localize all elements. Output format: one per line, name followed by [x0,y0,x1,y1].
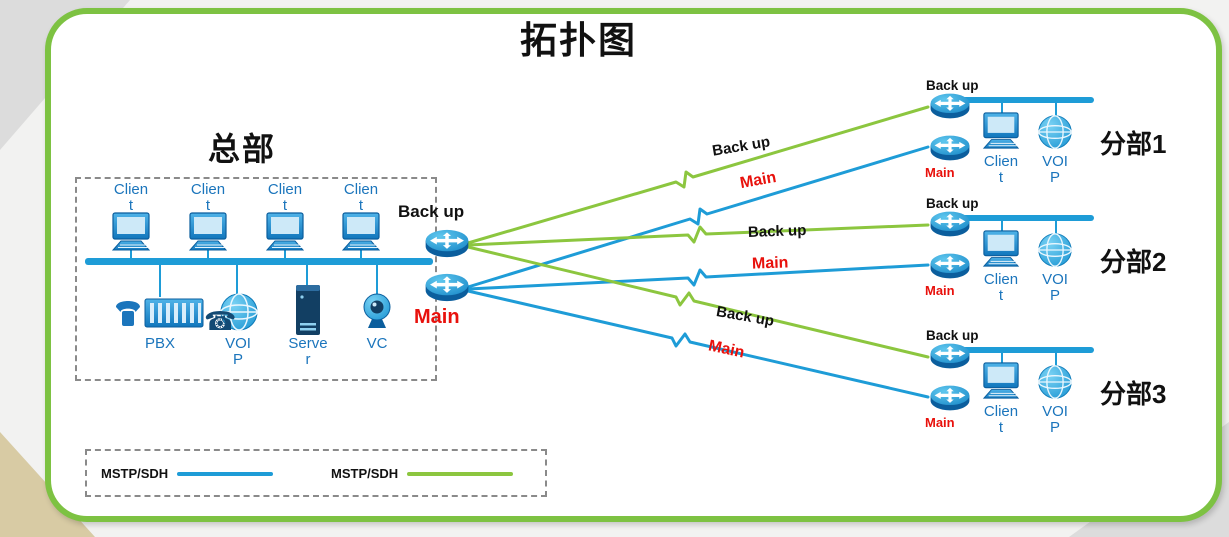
branch-voip-globe-icon [1037,364,1073,400]
branch-main-router-label: Main [925,165,955,180]
branch-backup-router-label: Back up [926,328,979,343]
hq-client-drop-line [360,248,362,260]
pbx-icon [113,294,205,334]
branch-3-group: Back up Main Clien t VOI P 分部3 [920,328,1210,468]
server-icon [295,283,321,337]
branch-voip-drop-line [1055,103,1057,119]
branch-main-router-label: Main [925,415,955,430]
branch-voip-globe-icon [1037,232,1073,268]
branch-voip-label: VOI P [1042,271,1068,305]
branch-backup-router-icon [928,91,972,121]
legend-box: MSTP/SDH MSTP/SDH [85,449,547,497]
branch-client-label: Clien t [983,403,1019,437]
legend-line-blue [177,472,273,476]
hq-server-drop-line [306,265,308,297]
branch-client-label: Clien t [983,271,1019,305]
hq-lan-bus [85,258,433,265]
hq-client-label: Clien t [190,181,226,215]
hq-client-label: Clien t [343,181,379,215]
diagram-green-border [45,8,1222,522]
branch-client-drop-line [1001,353,1003,367]
hq-client-computer-icon [339,212,383,252]
branch-name: 分部2 [1100,247,1167,277]
branch-main-router-icon [928,383,972,413]
branch-voip-label: VOI P [1042,153,1068,187]
branch-1-group: Back up Main Clien t VOI P 分部1 [920,78,1210,218]
hq-backup-router-icon [423,227,471,260]
vc-camera-icon [359,292,395,330]
branch-voip-globe-icon [1037,114,1073,150]
hq-client-computer-icon [263,212,307,252]
diagram-title: 拓扑图 [520,20,637,61]
headquarters-title: 总部 [208,131,277,167]
hq-client-drop-line [207,248,209,260]
hq-client-label: Clien t [267,181,303,215]
branch-name: 分部1 [1100,129,1167,159]
branch-main-router-icon [928,133,972,163]
branch-client-computer-icon [980,362,1022,400]
hq-backup-router-label: Back up [398,202,465,221]
branch-main-router-icon [928,251,972,281]
branch-client-drop-line [1001,103,1003,117]
branch-backup-router-label: Back up [926,78,979,93]
branch-lan-bus [942,97,1094,103]
vc-label: VC [366,335,388,352]
legend-line-green [407,472,513,476]
branch-backup-router-icon [928,341,972,371]
branch-2-group: Back up Main Clien t VOI P 分部2 [920,196,1210,336]
hq-client-drop-line [130,248,132,260]
branch-lan-bus [942,215,1094,221]
link-label-main-branch2: Main [751,254,789,273]
branch-voip-drop-line [1055,221,1057,237]
hq-client-label: Clien t [113,181,149,215]
server-label: Serve r [288,335,328,369]
branch-backup-router-label: Back up [926,196,979,211]
branch-client-label: Clien t [983,153,1019,187]
hq-main-router-icon [423,271,471,304]
branch-client-computer-icon [980,112,1022,150]
branch-voip-drop-line [1055,353,1057,369]
legend-label-mstp-sdh-green: MSTP/SDH [331,466,399,481]
branch-name: 分部3 [1100,379,1167,409]
link-label-backup-branch2: Back up [747,221,807,242]
hq-client-computer-icon [186,212,230,252]
branch-main-router-label: Main [925,283,955,298]
hq-vc-drop-line [376,265,378,297]
voip-label: VOI P [225,335,251,369]
pbx-label: PBX [144,335,175,352]
legend-label-mstp-sdh-blue: MSTP/SDH [101,466,169,481]
voip-phone-icon: ☎ [204,306,237,336]
hq-voip-drop-line [236,265,238,297]
hq-client-computer-icon [109,212,153,252]
hq-client-drop-line [284,248,286,260]
hq-main-router-label: Main [414,306,460,328]
branch-lan-bus [942,347,1094,353]
branch-backup-router-icon [928,209,972,239]
branch-voip-label: VOI P [1042,403,1068,437]
branch-client-drop-line [1001,221,1003,235]
branch-client-computer-icon [980,230,1022,268]
hq-pbx-drop-line [159,265,161,297]
